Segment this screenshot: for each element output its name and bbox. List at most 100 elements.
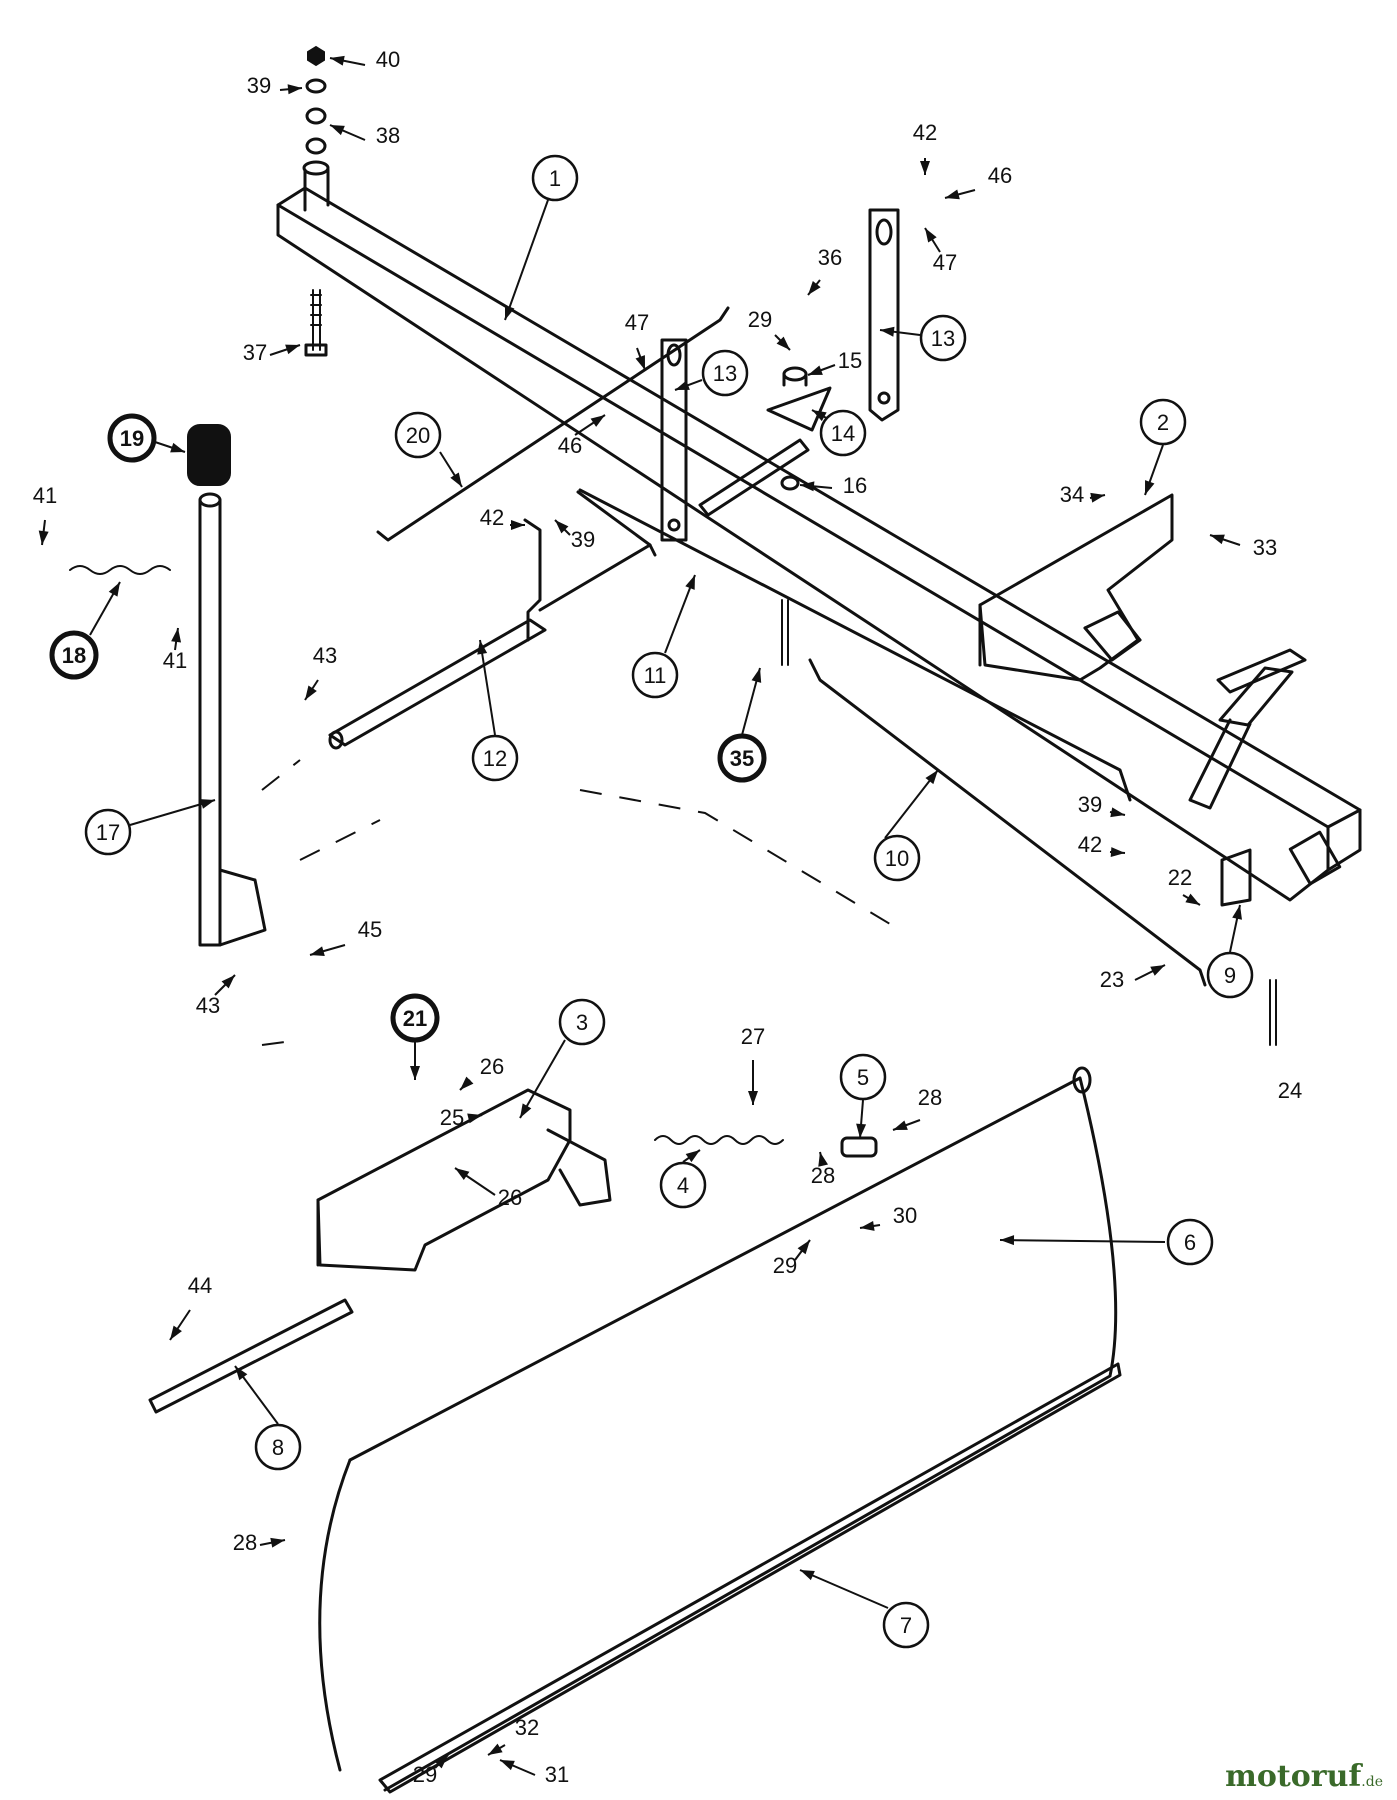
callout-37: 37 — [243, 340, 301, 365]
callout-label: 6 — [1184, 1230, 1196, 1255]
pin-5 — [840, 1136, 878, 1158]
callout-label: 23 — [1100, 967, 1124, 992]
callout-label: 13 — [931, 326, 955, 351]
callout-label: 26 — [498, 1185, 522, 1210]
callout-38: 38 — [329, 123, 400, 148]
callout-40: 40 — [329, 47, 400, 72]
callout-label: 2 — [1157, 410, 1169, 435]
dashed-lines — [261, 759, 901, 1046]
callout-13: 13 — [879, 314, 967, 362]
bracket-9 — [1220, 848, 1252, 907]
callout-label: 35 — [730, 746, 754, 771]
callout-label: 33 — [1253, 535, 1277, 560]
callout-label: 22 — [1168, 865, 1192, 890]
callout-label: 37 — [243, 340, 267, 365]
callout-label: 38 — [376, 123, 400, 148]
callout-label: 4 — [677, 1173, 689, 1198]
callout-18: 18 — [49, 581, 121, 680]
callout-31: 31 — [499, 1759, 569, 1787]
callout-label: 39 — [1078, 792, 1102, 817]
callout-29: 29 — [413, 1754, 449, 1787]
rod-11 — [578, 488, 1132, 802]
callout-43: 43 — [304, 643, 337, 701]
callout-27: 27 — [741, 1024, 765, 1105]
edge-7 — [378, 1362, 1122, 1794]
callout-label: 20 — [406, 423, 430, 448]
bolt-35 — [781, 599, 789, 666]
callout-8: 8 — [234, 1365, 302, 1471]
callout-label: 7 — [900, 1613, 912, 1638]
callout-12: 12 — [471, 639, 519, 782]
callout-label: 10 — [885, 846, 909, 871]
watermark: motoruf.de — [1225, 1759, 1383, 1794]
callout-label: 29 — [773, 1253, 797, 1278]
lever-17 — [198, 492, 267, 947]
callout-6: 6 — [999, 1218, 1214, 1266]
callout-20: 20 — [394, 411, 463, 488]
spacers — [698, 366, 810, 517]
callout-label: 21 — [403, 1006, 427, 1031]
callout-label: 44 — [188, 1273, 212, 1298]
callout-39: 39 — [247, 73, 303, 98]
callout-label: 19 — [120, 426, 144, 451]
callout-label: 15 — [838, 348, 862, 373]
callout-1: 1 — [504, 154, 579, 321]
callout-13: 13 — [674, 349, 749, 397]
blade-6 — [318, 1066, 1118, 1792]
callout-47: 47 — [924, 227, 957, 275]
callout-label: 5 — [857, 1065, 869, 1090]
callout-15: 15 — [807, 348, 862, 376]
rod-20 — [376, 306, 730, 542]
callout-43: 43 — [196, 974, 236, 1018]
callout-label: 41 — [163, 648, 187, 673]
bolt-24 — [1269, 979, 1277, 1046]
callout-label: 41 — [33, 483, 57, 508]
callout-10: 10 — [873, 769, 939, 882]
callout-label: 27 — [741, 1024, 765, 1049]
callout-label: 28 — [811, 1163, 835, 1188]
callout-16: 16 — [799, 473, 867, 498]
callout-label: 29 — [748, 307, 772, 332]
callout-42: 42 — [1078, 832, 1126, 858]
frame-post — [302, 160, 330, 212]
callout-39: 39 — [1078, 792, 1126, 818]
bolt-37 — [304, 289, 328, 357]
callout-label: 43 — [313, 643, 337, 668]
callout-label: 36 — [818, 245, 842, 270]
callout-9: 9 — [1206, 904, 1254, 999]
callout-28: 28 — [233, 1530, 286, 1555]
callout-label: 13 — [713, 361, 737, 386]
callout-label: 40 — [376, 47, 400, 72]
callout-label: 45 — [358, 917, 382, 942]
callout-34: 34 — [1060, 482, 1106, 507]
callout-label: 32 — [515, 1715, 539, 1740]
callout-21: 21 — [390, 993, 440, 1080]
callout-label: 42 — [480, 505, 504, 530]
callout-label: 18 — [62, 643, 86, 668]
main-frame — [276, 186, 1362, 902]
callout-label: 42 — [913, 120, 937, 145]
callout-label: 25 — [440, 1105, 464, 1130]
callout-42: 42 — [480, 505, 525, 530]
callout-label: 28 — [233, 1530, 257, 1555]
grip-19 — [187, 424, 231, 486]
callout-label: 31 — [545, 1762, 569, 1787]
callout-24: 24 — [1278, 1078, 1302, 1103]
callout-label: 42 — [1078, 832, 1102, 857]
callout-41: 41 — [163, 627, 187, 673]
callout-label: 8 — [272, 1435, 284, 1460]
callout-46: 46 — [944, 163, 1012, 200]
callout-26: 26 — [459, 1054, 504, 1091]
plate-14 — [766, 386, 832, 432]
callout-2: 2 — [1139, 398, 1187, 496]
callout-7: 7 — [799, 1569, 930, 1649]
callout-label: 30 — [893, 1203, 917, 1228]
callout-label: 47 — [625, 310, 649, 335]
watermark-suffix: .de — [1361, 1774, 1383, 1790]
callout-41: 41 — [33, 483, 57, 546]
spring-18 — [69, 565, 171, 575]
callout-28: 28 — [892, 1085, 942, 1131]
callout-17: 17 — [84, 799, 216, 856]
callout-label: 9 — [1224, 963, 1236, 988]
pin-8 — [148, 1298, 354, 1414]
